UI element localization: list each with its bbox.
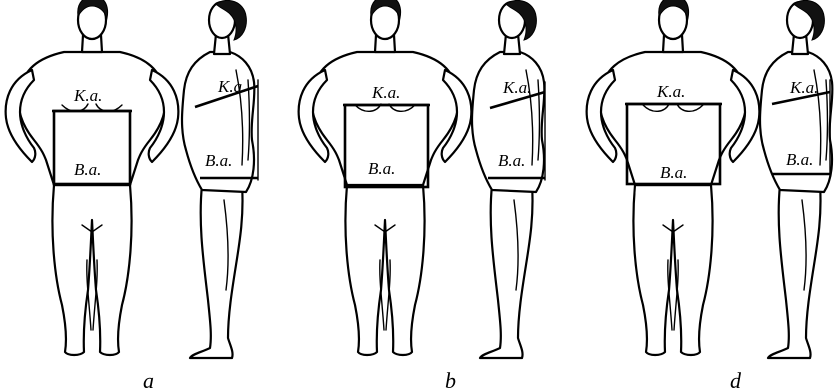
figure-b: K.a. B.a. K.a. B.a. b [299, 0, 545, 391]
waist-label-a-front: B.a. [74, 160, 101, 179]
waist-label-b-side: B.a. [498, 151, 525, 170]
chest-label-a-side: K.a. [217, 77, 246, 96]
figure-caption-b: b [445, 368, 456, 391]
waist-label-d-side: B.a. [786, 150, 813, 169]
waist-label-b-front: B.a. [368, 159, 395, 178]
figure-caption-a: a [143, 368, 154, 391]
figure-caption-d: d [730, 368, 742, 391]
chest-label-d-front: K.a. [656, 82, 685, 101]
chest-label-b-front: K.a. [371, 83, 400, 102]
figure-a: K.a. B.a. K.a. B.a. a [6, 0, 258, 391]
waist-label-a-side: B.a. [205, 151, 232, 170]
chest-label-d-side: K.a. [789, 78, 818, 97]
chest-label-b-side: K.a. [502, 78, 531, 97]
chest-label-a-front: K.a. [73, 86, 102, 105]
figure-d: K.a. B.a. K.a. B.a. d [587, 0, 833, 391]
waist-label-d-front: B.a. [660, 163, 687, 182]
